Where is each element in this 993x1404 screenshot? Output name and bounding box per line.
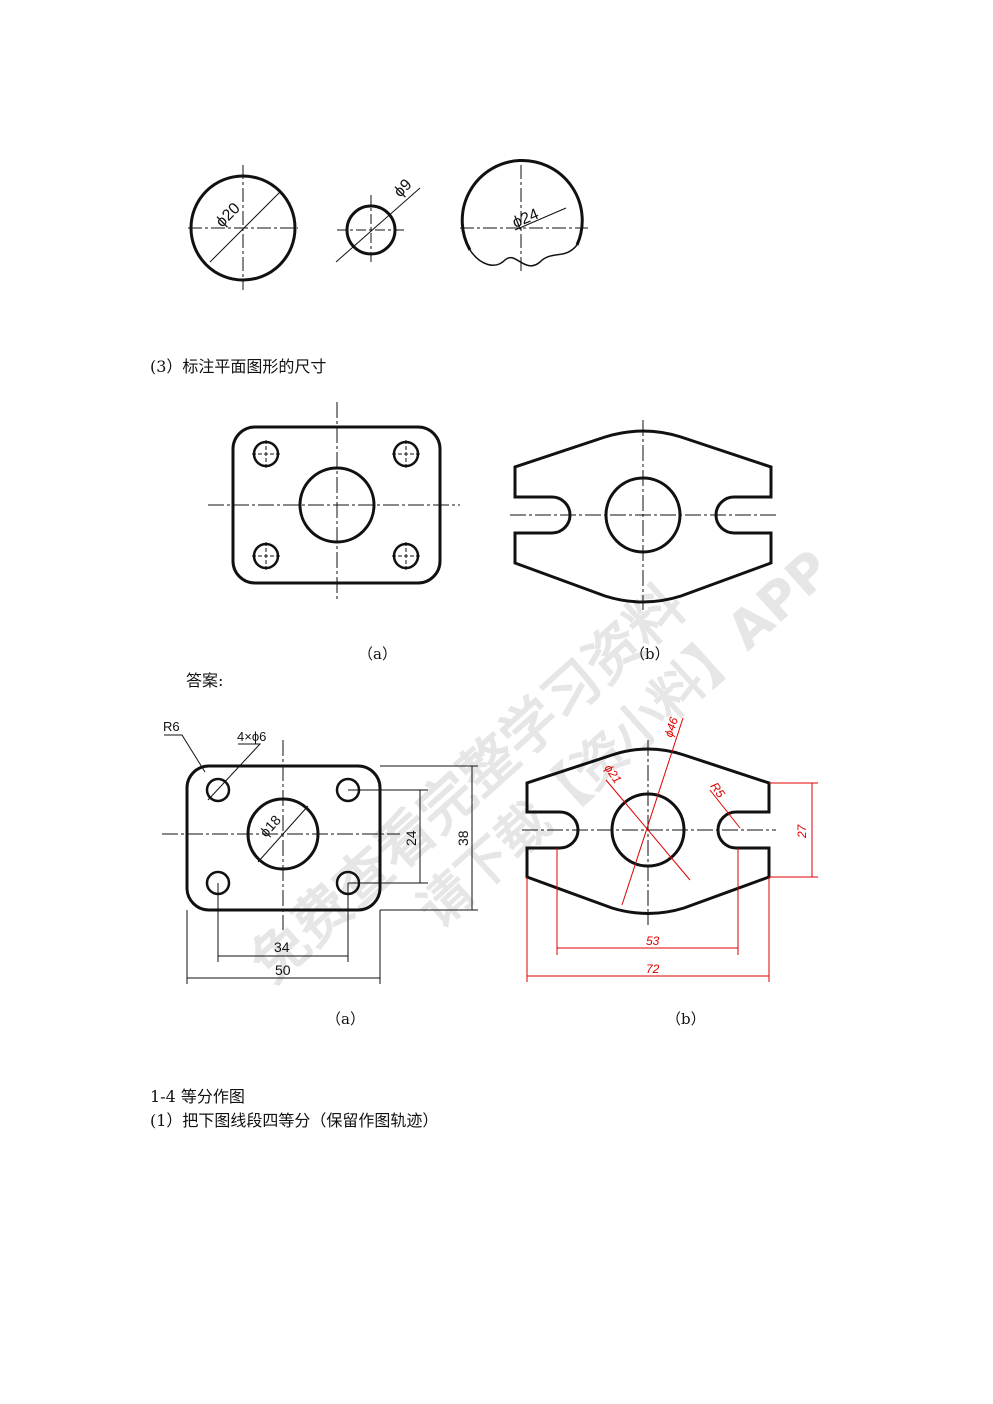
dim-50: 50: [275, 962, 291, 978]
dim-r6: R6: [163, 719, 180, 734]
caption-a-bottom: （a）: [326, 1010, 365, 1028]
caption-b-top: （b）: [630, 645, 670, 663]
answer-figure-b: ϕ46 ϕ21 R5 27 53 72: [522, 715, 818, 982]
answer-figure-a: R6 4×ϕ6 ϕ18 24 38 34 50: [162, 719, 478, 984]
section-1-4-subtitle: (1）把下图线段四等分（保留作图轨迹）: [150, 1111, 439, 1130]
dim-38: 38: [455, 830, 471, 846]
dim-53: 53: [646, 934, 660, 948]
dim-27: 27: [795, 823, 809, 839]
answer-label: 答案:: [186, 671, 224, 690]
dim-34: 34: [274, 939, 290, 955]
dim-4-holes: 4×ϕ6: [237, 729, 266, 744]
question-figures: [208, 402, 778, 610]
section-3-title: (3）标注平面图形的尺寸: [150, 357, 327, 376]
dim-72: 72: [646, 962, 660, 976]
caption-b-bottom: （b）: [666, 1010, 706, 1028]
caption-a-top: （a）: [358, 645, 397, 663]
dim-phi21: ϕ21: [602, 762, 625, 786]
section-1-4-title: 1-4 等分作图: [150, 1087, 245, 1106]
circle-exercises: ϕ20 ϕ9 ϕ24: [188, 159, 588, 290]
dim-phi46: ϕ46: [662, 715, 682, 739]
dim-r5: R5: [708, 780, 728, 801]
dim-24: 24: [403, 830, 419, 846]
